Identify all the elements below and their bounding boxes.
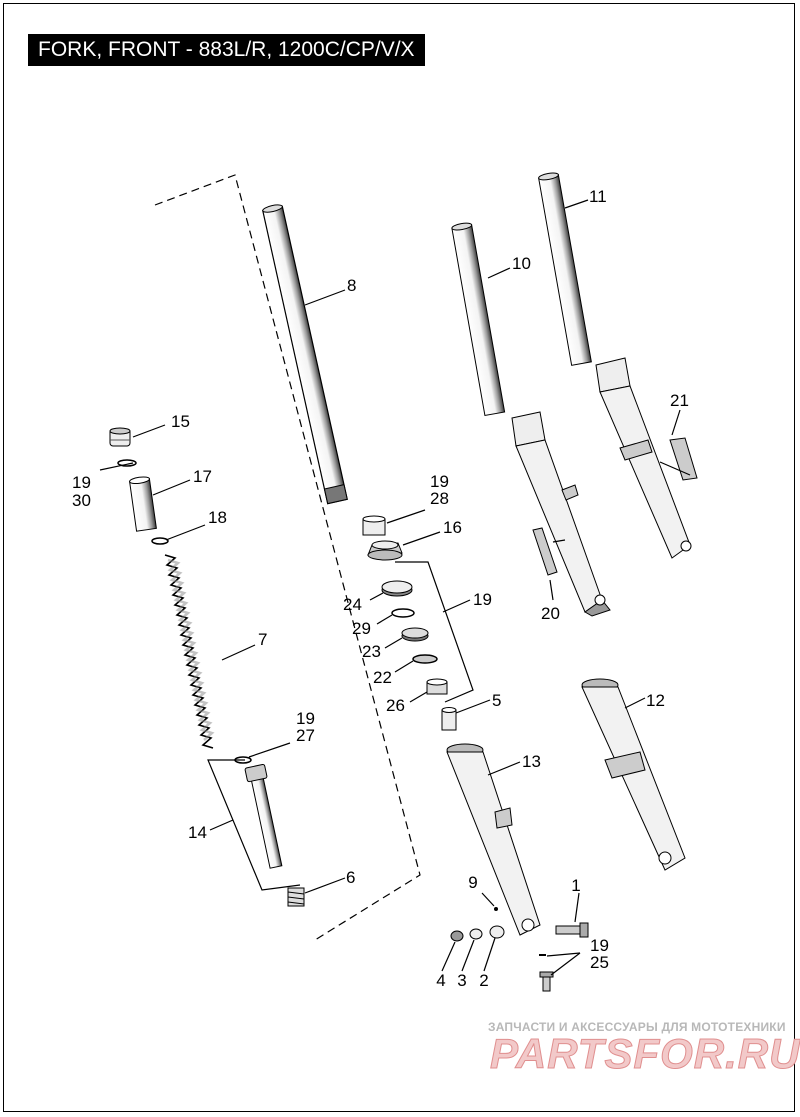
- callout-6: 6: [346, 868, 355, 887]
- callout-19-c: 19: [473, 590, 492, 609]
- screw-25: [539, 971, 554, 992]
- callout-4: 4: [436, 971, 445, 990]
- oil-seal-24: [381, 580, 413, 597]
- callout-19-e: 19: [590, 936, 609, 955]
- callout-22: 22: [373, 668, 392, 687]
- fork-spring-7-shade: [167, 558, 215, 741]
- oil-lock-5: [441, 707, 457, 731]
- nut-4: [450, 930, 464, 942]
- bracket-19-seal-kit: [395, 561, 474, 703]
- slider-12: [581, 678, 686, 871]
- washer-3: [469, 928, 483, 940]
- diagram-title: FORK, FRONT - 883L/R, 1200C/CP/V/X: [28, 34, 425, 66]
- callout-23: 23: [362, 642, 381, 661]
- bolt-1: [555, 922, 589, 938]
- callout-11: 11: [589, 187, 607, 206]
- watermark-brand: PARTSFOR.RU: [489, 1030, 800, 1078]
- callout-labels: 1 2 3 4 5 6 7 8 9 10 11 12 13 14 15 16 1…: [72, 187, 689, 990]
- washer-18: [151, 537, 169, 545]
- washer-2: [489, 925, 505, 939]
- callout-3: 3: [457, 971, 466, 990]
- reflector-21: [669, 437, 698, 481]
- callout-8: 8: [347, 276, 356, 295]
- bushing-22: [412, 654, 438, 664]
- callout-24: 24: [343, 595, 362, 614]
- watermark-tagline: ЗАПЧАСТИ И АКСЕССУАРЫ ДЛЯ МОТОТЕХНИКИ: [488, 1020, 786, 1034]
- callout-26: 26: [386, 696, 405, 715]
- callout-12: 12: [646, 691, 665, 710]
- callout-19-a: 19: [72, 473, 91, 492]
- bracket-14: [207, 759, 301, 891]
- retaining-clip-29: [391, 608, 415, 618]
- plug-9: [494, 907, 498, 911]
- callout-19-b: 19: [430, 472, 449, 491]
- callout-19-d: 19: [296, 709, 315, 728]
- callout-28: 28: [430, 489, 449, 508]
- rebound-spring-6: [287, 887, 305, 907]
- dashed-group-outline: [154, 174, 421, 941]
- spacer-17: [129, 476, 157, 532]
- callout-1: 1: [571, 876, 580, 895]
- callout-27: 27: [296, 726, 315, 745]
- callout-9: 9: [468, 873, 477, 892]
- callout-10: 10: [512, 254, 531, 273]
- washer-23: [401, 627, 429, 642]
- fork-assembly-10: [451, 222, 611, 617]
- bushing-28-top: [362, 515, 386, 523]
- ring-27: [234, 756, 252, 764]
- callout-25: 25: [590, 953, 609, 972]
- callout-20: 20: [541, 604, 560, 623]
- fork-tube-8: [262, 204, 348, 505]
- bushing-26: [426, 678, 448, 695]
- fork-cap-15: [109, 427, 131, 447]
- callout-5: 5: [492, 691, 501, 710]
- slider-13: [446, 743, 541, 936]
- callout-16: 16: [443, 518, 462, 537]
- callout-30: 30: [72, 491, 91, 510]
- reflector-20: [532, 527, 558, 576]
- callout-14: 14: [188, 823, 207, 842]
- callout-17: 17: [193, 467, 212, 486]
- callout-2: 2: [479, 971, 488, 990]
- o-ring-30: [117, 459, 137, 467]
- callout-18: 18: [208, 508, 227, 527]
- callout-13: 13: [522, 752, 541, 771]
- fork-assembly-11: [538, 172, 692, 559]
- callout-7: 7: [258, 630, 267, 649]
- damper-rod-14: [244, 763, 283, 869]
- leader-lines: [99, 199, 691, 976]
- callout-15: 15: [171, 412, 190, 431]
- callout-29: 29: [352, 619, 371, 638]
- dust-seal-16: [367, 540, 403, 561]
- callout-21: 21: [670, 391, 689, 410]
